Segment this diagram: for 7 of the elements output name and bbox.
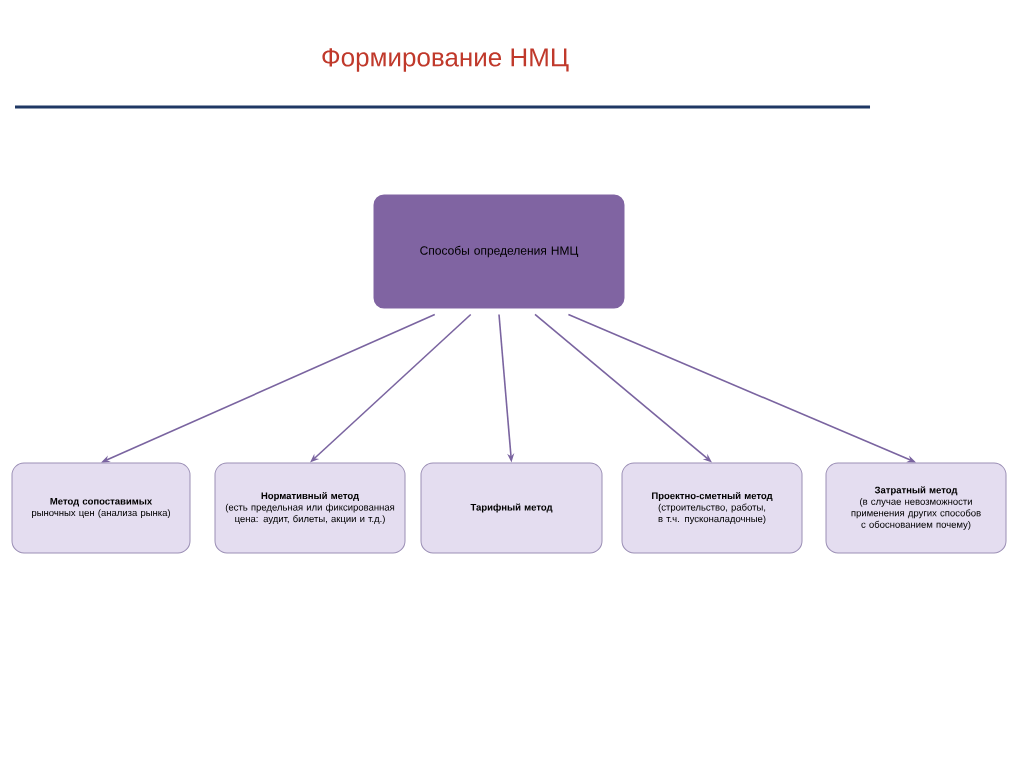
title: Формирование НМЦ bbox=[322, 48, 569, 72]
root-box: Способы определения НМЦ bbox=[370, 191, 628, 312]
method-box: Тарифный метод bbox=[420, 462, 603, 554]
method-box: Нормативный метод (есть предельная или фиксированная цена: аудит, билеты, акции и т.д.) bbox=[214, 462, 406, 554]
method-box: Метод сопоставимых рыночных цен (анализа рынка) bbox=[11, 462, 191, 554]
method-box: Проектно-сметный метод (строительство, работы, в т.ч. пусконаладочные) bbox=[621, 462, 803, 554]
method-box: Затратный метод (в случае невозможности применения других способов с обоснованием почему) bbox=[825, 462, 1007, 554]
